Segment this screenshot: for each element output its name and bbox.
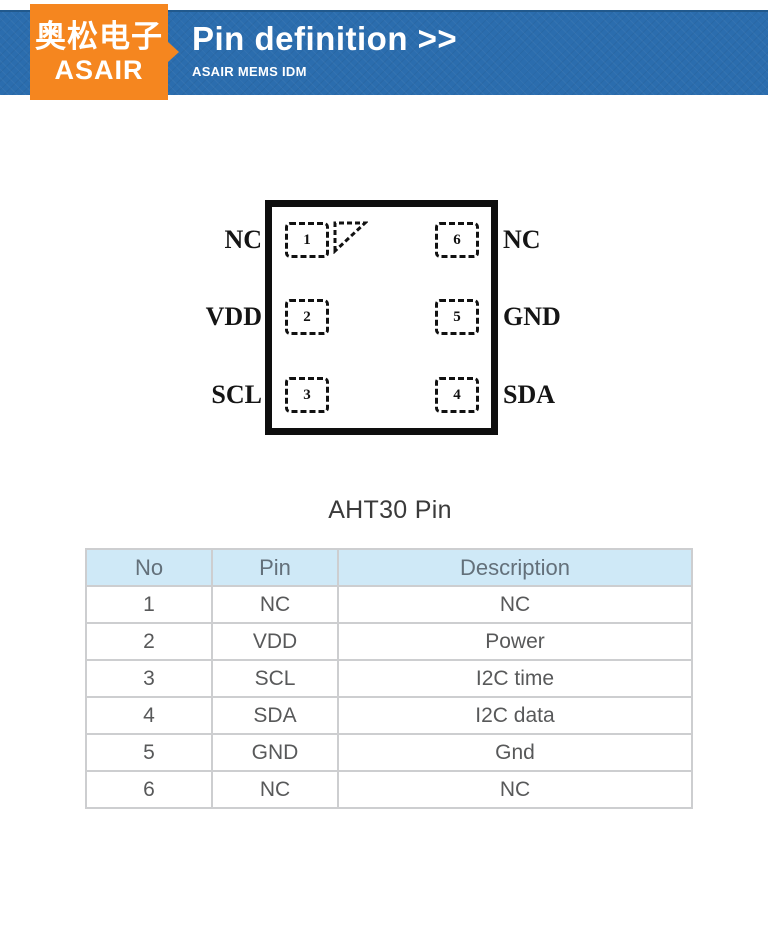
pad-2: 2 xyxy=(285,299,329,335)
table-row: 4 SDA I2C data xyxy=(85,696,693,735)
cell-description: NC xyxy=(337,585,693,624)
pad-1: 1 xyxy=(285,222,329,258)
pad-2-number: 2 xyxy=(303,308,311,325)
pad-5: 5 xyxy=(435,299,479,335)
col-header-pin: Pin xyxy=(211,548,339,587)
cell-description: I2C time xyxy=(337,659,693,698)
cell-description: Gnd xyxy=(337,733,693,772)
cell-no: 5 xyxy=(85,733,213,772)
page-title: Pin definition >> xyxy=(192,20,458,57)
cell-no: 6 xyxy=(85,770,213,809)
cell-no: 2 xyxy=(85,622,213,661)
header-title-block: Pin definition >> ASAIR MEMS IDM xyxy=(192,22,457,78)
page-subtitle: ASAIR MEMS IDM xyxy=(192,64,307,79)
pin-label-vdd: VDD xyxy=(205,302,262,331)
table-row: 5 GND Gnd xyxy=(85,733,693,772)
table-row: 2 VDD Power xyxy=(85,622,693,661)
cell-pin: NC xyxy=(211,770,339,809)
col-header-no: No xyxy=(85,548,213,587)
diagram-caption: AHT30 Pin xyxy=(328,496,452,524)
pad-5-number: 5 xyxy=(453,308,461,325)
logo-chinese-text: 奥松电子 xyxy=(35,18,163,54)
cell-pin: NC xyxy=(211,585,339,624)
cell-pin: SCL xyxy=(211,659,339,698)
table-row: 1 NC NC xyxy=(85,585,693,624)
table-header-row: No Pin Description xyxy=(85,548,693,587)
cell-no: 4 xyxy=(85,696,213,735)
pad-6-number: 6 xyxy=(453,231,461,248)
pin1-marker-icon xyxy=(333,221,368,254)
table-row: 6 NC NC xyxy=(85,770,693,809)
cell-pin: GND xyxy=(211,733,339,772)
pin-label-scl: SCL xyxy=(211,380,262,409)
cell-description: NC xyxy=(337,770,693,809)
pin-definition-table: No Pin Description 1 NC NC 2 VDD Power 3… xyxy=(85,548,693,809)
cell-pin: SDA xyxy=(211,696,339,735)
cell-no: 1 xyxy=(85,585,213,624)
logo-english-text: ASAIR xyxy=(54,54,144,85)
pad-3-number: 3 xyxy=(303,386,311,403)
pin-label-nc-left: NC xyxy=(224,225,262,254)
pad-4: 4 xyxy=(435,377,479,413)
pin-label-nc-right: NC xyxy=(503,225,541,254)
table-row: 3 SCL I2C time xyxy=(85,659,693,698)
pin-label-gnd: GND xyxy=(503,302,561,331)
pad-6: 6 xyxy=(435,222,479,258)
cell-description: I2C data xyxy=(337,696,693,735)
pad-4-number: 4 xyxy=(453,386,461,403)
cell-description: Power xyxy=(337,622,693,661)
pad-1-number: 1 xyxy=(303,231,311,248)
cell-pin: VDD xyxy=(211,622,339,661)
asair-logo: 奥松电子 ASAIR xyxy=(30,4,179,100)
cell-no: 3 xyxy=(85,659,213,698)
pad-3: 3 xyxy=(285,377,329,413)
col-header-description: Description xyxy=(337,548,693,587)
pin-label-sda: SDA xyxy=(503,380,556,409)
